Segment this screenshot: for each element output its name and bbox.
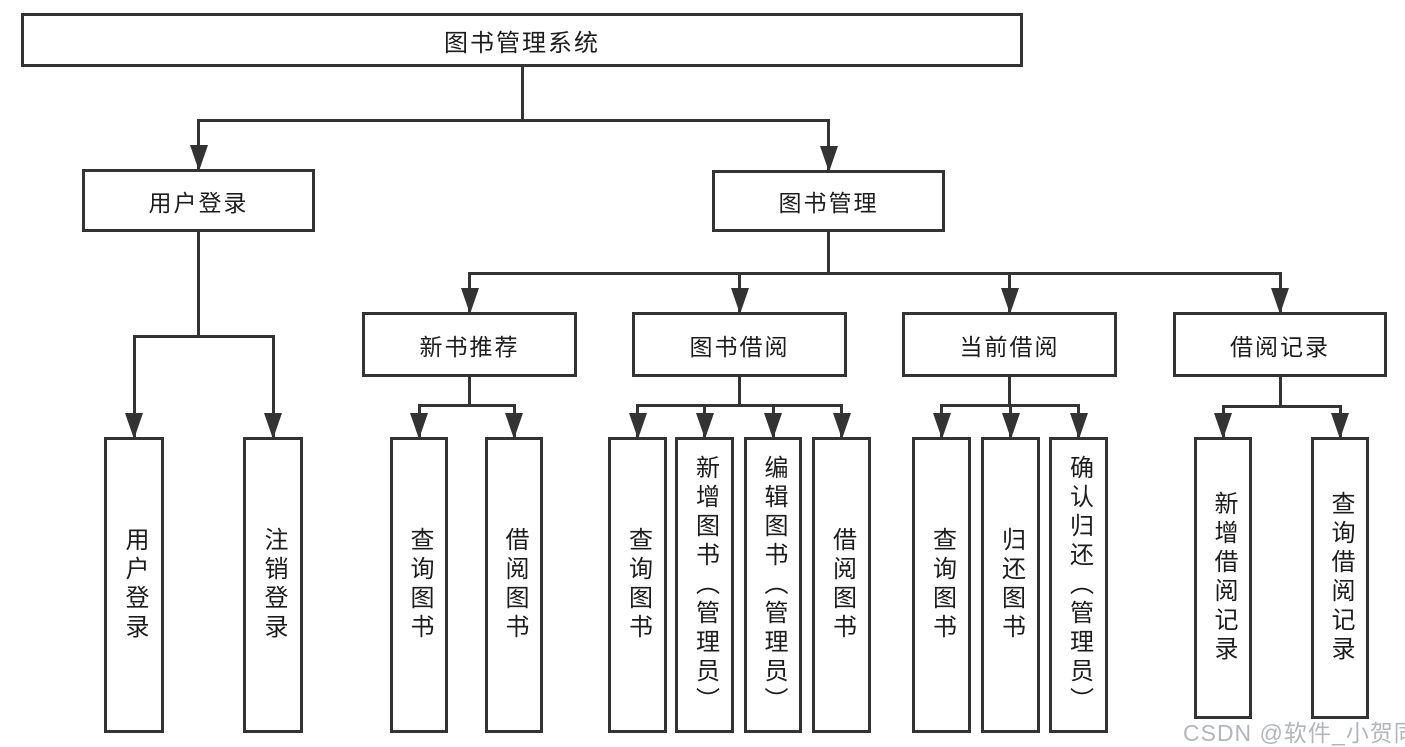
node-label: 借阅图书 bbox=[501, 527, 528, 643]
connector-line bbox=[1008, 377, 1011, 405]
connector-line bbox=[1221, 404, 1342, 408]
csdn-watermark: CSDN @软件_小贺同学 bbox=[1183, 720, 1405, 746]
arrow-down-icon bbox=[819, 146, 838, 172]
node-borrow-books-borrow: 借阅图书 bbox=[812, 437, 871, 733]
connector-line bbox=[468, 377, 471, 405]
arrow-down-icon bbox=[410, 413, 428, 439]
node-query-books-current: 查询图书 bbox=[912, 437, 971, 733]
connector-line bbox=[1278, 377, 1282, 406]
arrow-down-icon bbox=[1214, 413, 1232, 439]
node-label: 新增借阅记录 bbox=[1210, 491, 1237, 665]
node-logout-leaf: 注销登录 bbox=[243, 437, 303, 733]
node-label: 查询借阅记录 bbox=[1327, 491, 1354, 665]
arrow-down-icon bbox=[460, 288, 479, 314]
node-label: 用户登录 bbox=[148, 189, 249, 216]
node-label: 图书借阅 bbox=[689, 333, 790, 360]
connector-line bbox=[520, 67, 524, 120]
node-book-borrow: 图书借阅 bbox=[632, 312, 847, 377]
node-label: 借阅记录 bbox=[1230, 333, 1330, 360]
arrow-down-icon bbox=[1331, 413, 1349, 439]
connector-line bbox=[417, 403, 516, 407]
connector-line bbox=[827, 120, 830, 170]
node-book-mgmt: 图书管理 bbox=[712, 170, 945, 232]
connector-line bbox=[827, 232, 830, 273]
arrow-down-icon bbox=[1000, 288, 1019, 314]
arrow-down-icon bbox=[505, 413, 523, 439]
connector-line bbox=[468, 271, 1282, 275]
node-label: 归还图书 bbox=[997, 527, 1025, 643]
arrow-down-icon bbox=[730, 288, 749, 314]
node-return-books: 归还图书 bbox=[981, 437, 1040, 733]
arrow-down-icon bbox=[1069, 413, 1088, 439]
node-current-borrow: 当前借阅 bbox=[902, 312, 1117, 377]
node-label: 确认归还（管理员） bbox=[1065, 454, 1093, 716]
node-query-borrow-record: 查询借阅记录 bbox=[1311, 437, 1369, 719]
node-label: 当前借阅 bbox=[959, 333, 1060, 360]
connector-line bbox=[197, 118, 830, 122]
node-edit-books-admin: 编辑图书（管理员） bbox=[744, 437, 802, 733]
connector-line bbox=[738, 377, 741, 405]
node-new-book-rec: 新书推荐 bbox=[362, 312, 577, 377]
connector-line bbox=[636, 403, 843, 407]
node-confirm-return-admin: 确认归还（管理员） bbox=[1049, 437, 1108, 733]
node-label: 图书管理系统 bbox=[444, 29, 600, 57]
node-borrow-books-rec: 借阅图书 bbox=[485, 437, 543, 733]
arrow-down-icon bbox=[832, 413, 851, 439]
node-add-borrow-record: 新增借阅记录 bbox=[1194, 437, 1252, 719]
node-label: 编辑图书（管理员） bbox=[760, 454, 787, 716]
arrow-down-icon bbox=[1001, 413, 1020, 439]
connector-line bbox=[197, 232, 200, 336]
node-borrow-record: 借阅记录 bbox=[1173, 312, 1387, 377]
arrow-down-icon bbox=[264, 413, 282, 439]
arrow-down-icon bbox=[932, 413, 951, 439]
node-label: 用户登录 bbox=[121, 527, 148, 643]
connector-line bbox=[132, 336, 136, 437]
node-label: 新增图书（管理员） bbox=[691, 454, 719, 716]
connector-line bbox=[132, 334, 275, 338]
node-add-books-admin: 新增图书（管理员） bbox=[675, 437, 734, 733]
arrow-down-icon bbox=[189, 145, 208, 171]
connector-line bbox=[197, 120, 200, 169]
arrow-down-icon bbox=[695, 413, 714, 439]
node-user-login: 用户登录 bbox=[82, 169, 315, 232]
node-label: 查询图书 bbox=[928, 527, 956, 643]
node-query-books-rec: 查询图书 bbox=[390, 437, 448, 733]
arrow-down-icon bbox=[764, 413, 782, 439]
node-label: 查询图书 bbox=[406, 527, 433, 643]
node-query-books-borrow: 查询图书 bbox=[608, 437, 667, 733]
node-label: 查询图书 bbox=[624, 527, 652, 643]
arrow-down-icon bbox=[1271, 288, 1289, 314]
node-label: 图书管理 bbox=[778, 190, 879, 216]
node-label: 注销登录 bbox=[260, 527, 287, 643]
arrow-down-icon bbox=[628, 413, 647, 439]
arrow-down-icon bbox=[125, 413, 143, 439]
connector-line bbox=[271, 336, 275, 437]
node-label: 新书推荐 bbox=[419, 333, 520, 360]
node-label: 借阅图书 bbox=[828, 527, 856, 643]
node-user-login-leaf: 用户登录 bbox=[104, 437, 164, 733]
node-root: 图书管理系统 bbox=[21, 13, 1023, 67]
